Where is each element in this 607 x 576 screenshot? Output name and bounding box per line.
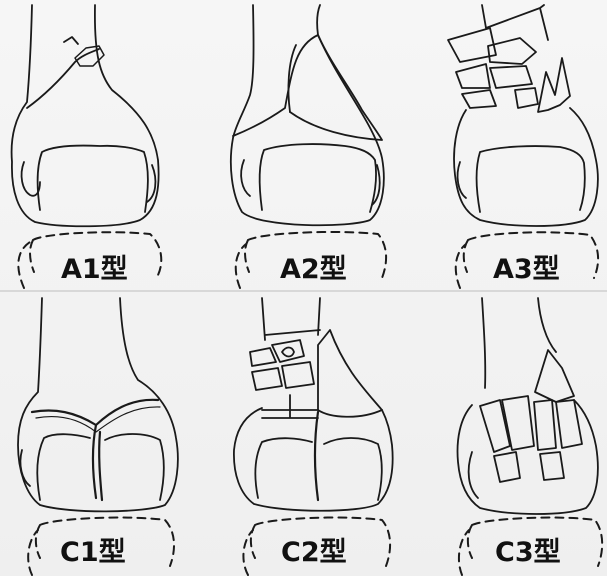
c3-fragment-1 [480,400,510,452]
c1-intercondylar-split [93,425,102,500]
a1-fracture-line [27,49,99,108]
panel-c1-diagram [18,298,178,575]
label-c3: C3型 [495,539,561,566]
a1-fragment-edge [64,37,78,44]
panel-a1-diagram [12,5,162,288]
panel-a3-diagram [448,5,598,288]
a3-intercondylar-notch [477,146,585,212]
c2-left-notch [255,438,312,498]
c2-fracture-lines [262,395,318,418]
c2-fragment-4 [282,362,314,388]
a3-fragment-6 [515,88,538,108]
a1-femur-outline [12,5,159,226]
c1-right-condyle-notch [105,434,164,500]
c2-fragment-1 [250,348,276,366]
c1-femur-outline [18,298,178,511]
c3-fragment-4 [556,400,582,448]
a1-intercondylar-notch [38,146,148,212]
c2-fragment-small [282,348,294,357]
a3-fragment-4 [490,66,532,88]
c3-fragment-2 [502,396,534,450]
c3-fragment-6 [540,452,564,480]
a2-wedge-inner-edge [288,45,296,112]
c2-fragment-2 [272,340,304,362]
c3-fragment-3 [534,400,556,450]
c2-intercondylar-split [315,412,318,500]
label-a1: A1型 [61,256,128,283]
label-a3: A3型 [493,256,560,283]
c2-shaft [262,298,320,340]
panel-c3-diagram [458,298,603,575]
a2-condyle-left [241,160,250,196]
c3-shaft [482,298,556,388]
label-a2: A2型 [280,256,347,283]
a3-spike-fragment [538,58,570,112]
c2-fragment-3 [252,368,282,390]
c3-spike-fragment [535,350,574,402]
c3-fragment-5 [494,452,520,482]
a2-femur-outline [231,5,384,225]
c2-right-notch [324,438,382,500]
a3-condyles-outline [454,108,598,226]
a3-fragment-3 [456,64,490,88]
c1-condyle-left-lip [20,450,30,486]
c1-transverse-fracture [32,400,158,425]
c3-left-notch [469,452,478,498]
panel-a2-diagram [231,5,386,288]
c2-large-wedge [318,330,382,417]
a2-intercondylar-notch [260,144,376,212]
a2-wedge-fragment [233,35,382,140]
panel-c2-diagram [234,298,393,575]
label-c1: C1型 [60,539,126,566]
c1-left-condyle-notch [37,434,90,500]
label-c2: C2型 [281,539,347,566]
a3-fragment-5 [462,90,496,108]
